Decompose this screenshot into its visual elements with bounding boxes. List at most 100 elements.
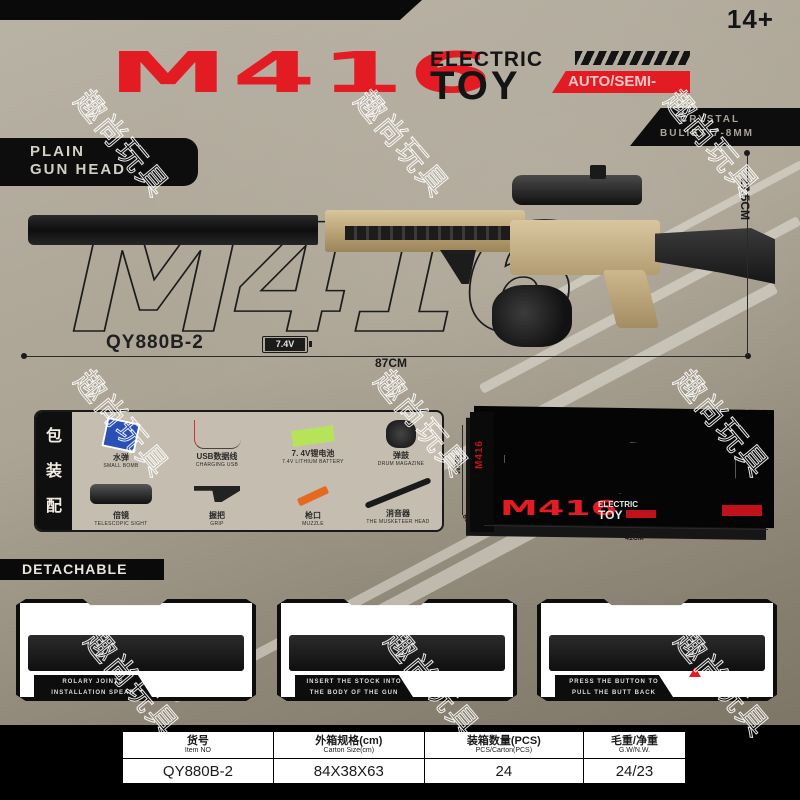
caption-line1: INSERT THE STOCK INTO <box>306 679 402 685</box>
battery-pack-icon <box>291 425 335 447</box>
height-dimension-line <box>744 150 750 356</box>
accessory-name-cn: 握把 <box>209 511 225 520</box>
accessories-panel: 包 装 配 件 水弹 SMALL BOMB USB数据线 CHARGING US… <box>34 410 444 532</box>
side-char: 配 <box>45 498 62 515</box>
accessory-item: 枪口 MUZZLE <box>268 478 358 527</box>
step-panel-2: INSERT THE STOCK INTO THE BODY OF THE GU… <box>277 599 517 701</box>
stripe-decoration <box>575 51 690 65</box>
accessory-item: 水弹 SMALL BOMB <box>76 416 166 469</box>
usb-cable-icon <box>193 420 241 449</box>
muzzle-icon <box>296 485 330 507</box>
step-caption: PRESS THE BUTTON TO PULL THE BUTT BACK <box>555 675 673 697</box>
height-label: 27.5CM <box>738 178 752 221</box>
silencer <box>28 215 318 245</box>
caption-line1: PRESS THE BUTTON TO <box>569 679 659 685</box>
step-caption: INSERT THE STOCK INTO THE BODY OF THE GU… <box>295 675 413 697</box>
accessory-name-en: GRIP <box>210 521 224 527</box>
step-caption: ROLARY JOINTS INSTALLATION SPEAR <box>34 675 152 697</box>
box-side <box>470 412 494 532</box>
accessory-item: USB数据线 CHARGING USB <box>172 420 262 468</box>
spec-value-cell: QY880B-2 <box>122 758 274 784</box>
header-cn: 外箱规格(cm) <box>315 735 383 747</box>
accessory-name-en: TELESCOPIC SIGHT <box>94 521 148 527</box>
accessory-name-cn: 水弹 <box>113 453 129 462</box>
spec-header-cell: 外箱规格(cm)Carton Size(cm) <box>272 731 425 759</box>
accessory-name-cn: 消音器 <box>386 509 410 518</box>
silencer-icon <box>364 477 432 509</box>
header-cn: 装箱数量(PCS) <box>466 735 541 747</box>
plain-badge-line2: GUN HEAD <box>30 161 127 178</box>
grip-icon <box>194 486 240 502</box>
caption-line2: INSTALLATION SPEAR <box>51 690 135 696</box>
top-bar <box>0 0 422 20</box>
ammo-badge-line2: BULIET 7-8MM <box>660 128 754 139</box>
spec-value-row: QY880B-2 84X38X63 24 24/23 <box>122 758 687 784</box>
accessory-name-en: MUZZLE <box>302 521 324 527</box>
spec-header-cell: 装箱数量(PCS)PCS/Carton(PCS) <box>423 731 584 759</box>
accessory-name-cn: 枪口 <box>305 511 321 520</box>
step-gun-image <box>549 635 765 671</box>
accessory-item: 倍镜 TELESCOPIC SIGHT <box>76 478 166 527</box>
header-en: Item NO <box>184 747 211 754</box>
scope-cap <box>590 165 606 179</box>
step-gun-image <box>289 635 505 671</box>
battery-icon: 7.4V <box>262 336 312 353</box>
header-cn: 货号 <box>186 735 209 747</box>
box-logo-electric: ELECTRIC <box>598 500 638 509</box>
header-en: G.W/N.W. <box>618 747 651 754</box>
drum-magazine-icon <box>386 420 416 448</box>
plain-badge-line1: PLAIN <box>30 143 85 160</box>
accessory-name-cn: 7. 4V锂电池 <box>291 449 335 458</box>
box-width-label: 41CM <box>625 535 644 542</box>
mode-badge-label: AUTO/SEMI-AUTO <box>568 73 657 93</box>
battery-voltage: 7.4V <box>265 338 305 351</box>
scope-icon <box>90 484 152 504</box>
mode-badge: AUTO/SEMI-AUTO <box>552 71 690 93</box>
age-rating: 14+ <box>726 4 774 34</box>
box-logo: M416 <box>500 496 618 520</box>
length-label: 87CM <box>375 356 408 370</box>
accessory-name-en: THE MUSKETEER HEAD <box>366 519 430 525</box>
caption-line2: PULL THE BUTT BACK <box>572 690 656 696</box>
header-cn: 毛重/净重 <box>610 735 658 747</box>
box-logo-toy: TOY <box>598 508 623 522</box>
side-char: 包 <box>45 428 62 445</box>
caption-line2: THE BODY OF THE GUN <box>309 690 399 696</box>
foregrip <box>440 250 476 284</box>
length-dimension-line <box>21 353 751 359</box>
header-en: Carton Size(cm) <box>323 747 375 754</box>
accessory-name-cn: 弹鼓 <box>393 451 409 460</box>
scope <box>512 175 642 205</box>
caption-line1: ROLARY JOINTS <box>62 679 124 685</box>
spec-value-cell: 24 <box>423 758 584 784</box>
ammo-badge: CRYSTAL BULIET 7-8MM <box>630 108 800 146</box>
pistol-grip <box>602 270 660 328</box>
accessory-item: 消音器 THE MUSKETEER HEAD <box>348 474 442 525</box>
spec-value-cell: 24/23 <box>582 758 687 784</box>
brand-logo: M416 <box>108 41 497 106</box>
accessory-item: 7. 4V锂电池 7.4V LITHIUM BATTERY <box>268 420 358 465</box>
plain-gun-head-badge: PLAIN GUN HEAD <box>0 138 198 186</box>
accessory-name-en: SMALL BOMB <box>103 463 139 469</box>
logo-subtitle-toy: TOY <box>430 64 521 108</box>
stock <box>655 228 775 284</box>
receiver <box>510 220 660 275</box>
accessory-name-en: 7.4V LITHIUM BATTERY <box>282 459 344 465</box>
side-char: 件 <box>36 531 72 532</box>
logo-subtitle-electric: ELECTRIC <box>430 48 543 71</box>
accessory-name-en: DRUM MAGAZINE <box>377 461 425 467</box>
arrow-up-icon <box>689 667 701 677</box>
box-height-label: 30CM <box>453 455 460 474</box>
box-mode-badge <box>626 510 656 518</box>
model-code: QY880B-2 <box>106 332 204 353</box>
spec-value-cell: 84X38X63 <box>272 758 425 784</box>
box-corner-badge <box>722 505 762 516</box>
ammo-badge-line1: CRYSTAL <box>680 114 741 125</box>
gun-image <box>28 165 775 347</box>
rail <box>345 226 525 240</box>
detachable-badge: DETACHABLE <box>0 559 164 580</box>
step-panel-1: ROLARY JOINTS INSTALLATION SPEAR <box>16 599 256 701</box>
